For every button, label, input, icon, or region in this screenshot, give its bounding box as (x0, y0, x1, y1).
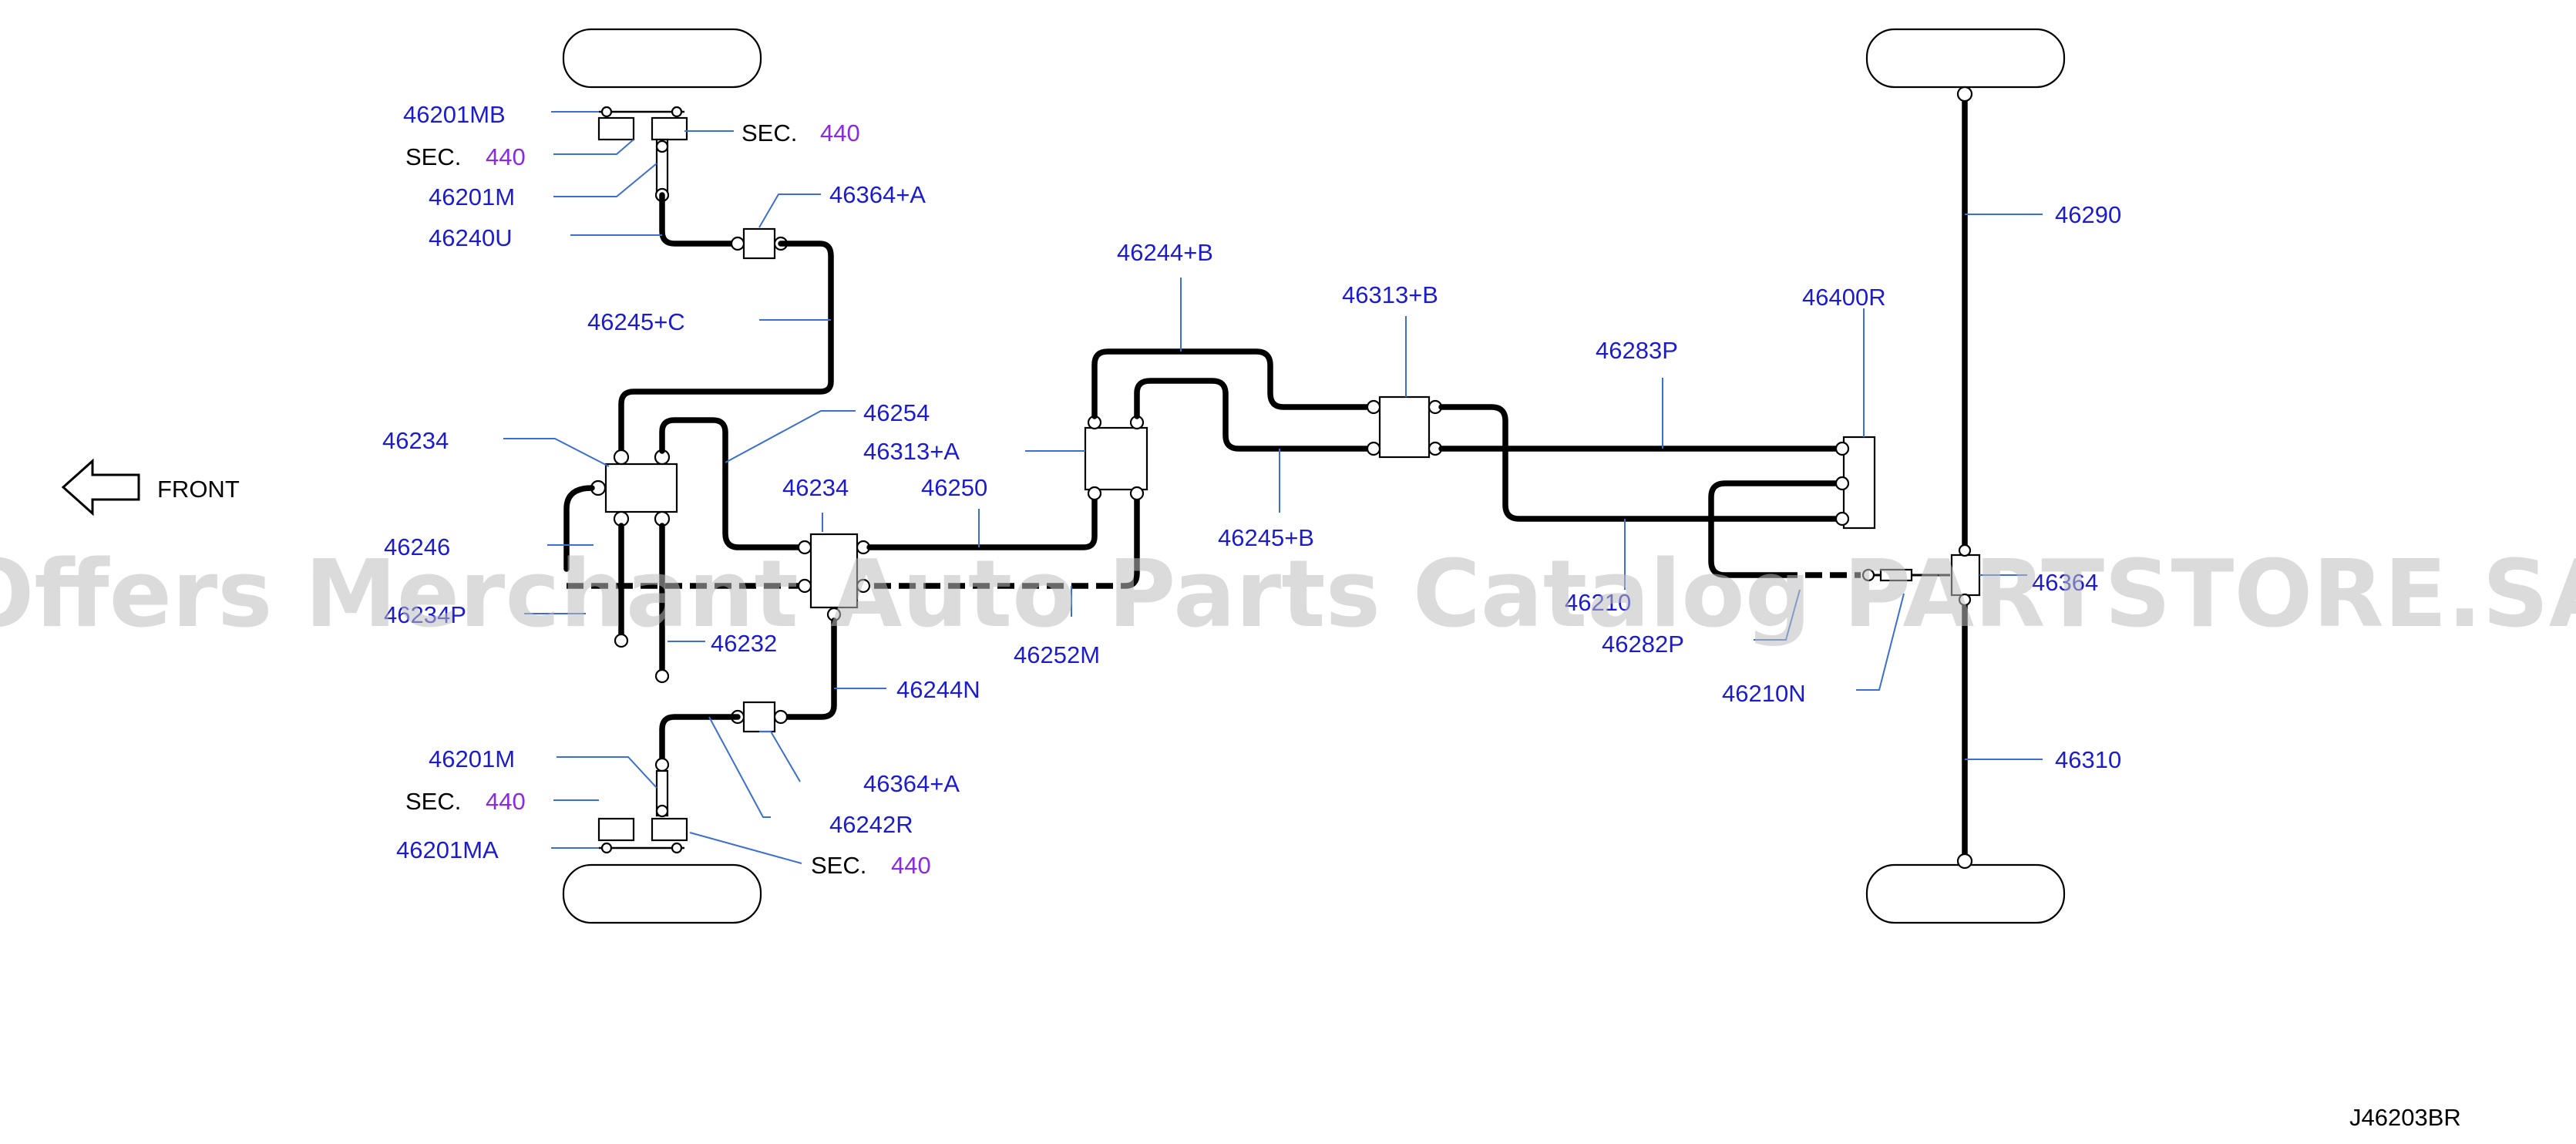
label-46250: 46250 (921, 474, 987, 501)
actuator-46234-mid (809, 533, 859, 609)
svg-text:440: 440 (891, 852, 931, 879)
label-46201MB: 46201MB (403, 101, 506, 128)
pipe-46245C (618, 241, 834, 458)
front-arrow-icon (61, 458, 140, 516)
svg-text:SEC.: SEC. (405, 788, 461, 815)
pipe-46240U (659, 192, 741, 247)
rear-right-wheel (1865, 863, 2066, 924)
label-46245C: 46245+C (587, 308, 685, 335)
svg-text:440: 440 (820, 119, 860, 146)
label-46201M-top: 46201M (429, 183, 515, 210)
pipe-46244B (1091, 348, 1375, 419)
front-label: FRONT (157, 476, 240, 503)
label-46242R: 46242R (829, 811, 913, 838)
connector-46313B (1378, 395, 1431, 459)
pipe-46254 (659, 417, 808, 550)
label-46232: 46232 (711, 630, 777, 657)
front-right-caliper-right (651, 817, 688, 842)
front-right-caliper-left (597, 817, 635, 842)
rear-left-wheel (1865, 28, 2066, 89)
diagram-code: J46203BR (2349, 1104, 2461, 1131)
pipe-46245B (1134, 378, 1375, 452)
label-46201M-bottom: 46201M (429, 745, 515, 772)
watermark: Offers Merchant Auto Parts Catalog PARTS… (0, 541, 2576, 648)
label-46313B: 46313+B (1342, 281, 1438, 308)
sec-ref-3[interactable]: SEC. 440 (405, 788, 526, 815)
label-46234-left: 46234 (382, 427, 449, 454)
label-46290: 46290 (2055, 201, 2121, 228)
label-46310: 46310 (2055, 746, 2121, 773)
label-46240U: 46240U (429, 224, 513, 251)
svg-text:440: 440 (486, 788, 526, 815)
pipe-46250 (866, 492, 1098, 550)
label-46244N: 46244N (896, 676, 980, 703)
label-46254: 46254 (863, 399, 930, 426)
front-left-caliper-left (597, 116, 635, 141)
label-46364-rear: 46364 (2032, 569, 2098, 596)
label-46234P: 46234P (384, 601, 466, 628)
svg-text:SEC.: SEC. (742, 119, 797, 146)
sec-ref-4[interactable]: SEC. 440 (811, 852, 931, 879)
label-46201MA: 46201MA (396, 836, 499, 863)
connector-46313A (1084, 426, 1148, 491)
label-46244B: 46244+B (1117, 239, 1213, 266)
label-46246: 46246 (384, 533, 450, 560)
label-46282P: 46282P (1602, 631, 1684, 658)
connector-46364-top (742, 227, 776, 260)
pipe-46242R (659, 714, 741, 766)
actuator-46234-left (604, 463, 678, 513)
sec-ref-2[interactable]: SEC. 440 (405, 143, 526, 170)
connector-46364-bottom (742, 701, 776, 733)
front-left-wheel (562, 28, 762, 89)
front-right-wheel (562, 863, 762, 924)
svg-text:440: 440 (486, 143, 526, 170)
label-46252M: 46252M (1014, 641, 1100, 668)
svg-text:SEC.: SEC. (811, 852, 866, 879)
label-46400R: 46400R (1802, 284, 1886, 311)
label-46364A-top: 46364+A (829, 181, 926, 208)
label-46210N: 46210N (1722, 680, 1806, 707)
label-46234-mid: 46234 (782, 474, 849, 501)
sec-ref-1[interactable]: SEC. 440 (742, 119, 860, 146)
front-left-caliper-right (651, 116, 688, 141)
leader-lines (503, 111, 2043, 864)
label-46210: 46210 (1565, 589, 1631, 616)
label-46313A: 46313+A (863, 438, 960, 465)
pipe-46244N (778, 617, 837, 720)
label-46245B: 46245+B (1218, 524, 1314, 551)
label-46283P: 46283P (1596, 337, 1678, 364)
label-46364A-bottom: 46364+A (863, 770, 960, 797)
svg-text:SEC.: SEC. (405, 143, 461, 170)
